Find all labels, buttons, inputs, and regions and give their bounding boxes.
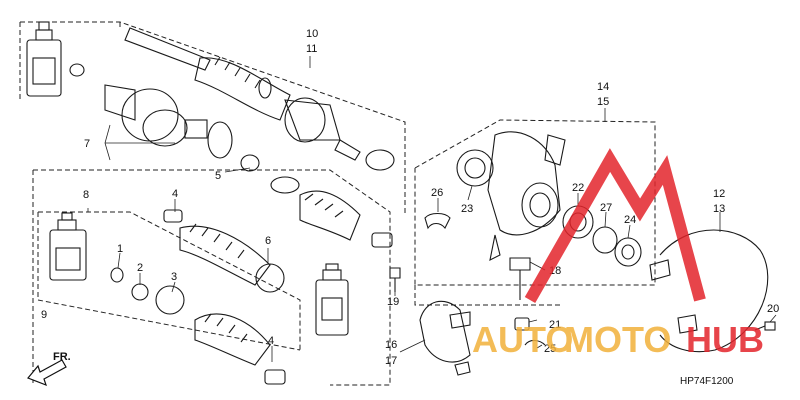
inboard-joint — [104, 84, 260, 172]
callout-19: 19 — [387, 296, 399, 308]
outboard-boot-set — [270, 176, 393, 248]
group-frames — [19, 21, 656, 386]
callout-4-upper: 4 — [172, 188, 178, 200]
callout-27: 27 — [600, 202, 612, 214]
diagram-code: HP74F1200 — [680, 376, 734, 387]
callout-21: 21 — [549, 319, 561, 331]
callout-3: 3 — [171, 271, 177, 283]
watermark-logo-icon — [524, 148, 706, 303]
callout-1: 1 — [117, 243, 123, 255]
callout-4-lower: 4 — [268, 335, 274, 347]
callout-22: 22 — [572, 182, 584, 194]
callout-13: 13 — [713, 203, 725, 215]
snap-ring-top — [69, 63, 85, 77]
callout-24: 24 — [624, 214, 636, 226]
bracket-assembly — [389, 267, 471, 376]
lower-boot-kit — [49, 209, 349, 385]
callout-6: 6 — [265, 235, 271, 247]
watermark-text-auto: AUTO — [472, 319, 573, 360]
callout-8: 8 — [83, 189, 89, 201]
callout-10: 10 — [306, 28, 318, 40]
callout-17: 17 — [385, 355, 397, 367]
driveshaft-assembly — [124, 27, 395, 171]
front-direction-label: FR. — [53, 351, 71, 363]
callout-12: 12 — [713, 188, 725, 200]
callout-15: 15 — [597, 96, 609, 108]
callout-20: 20 — [767, 303, 779, 315]
callout-7: 7 — [84, 138, 90, 150]
callout-23: 23 — [461, 203, 473, 215]
knuckle-hub-assembly — [424, 131, 642, 346]
callout-16: 16 — [385, 339, 397, 351]
callout-9: 9 — [41, 309, 47, 321]
grease-bottle-top — [26, 21, 62, 97]
watermark-text-moto: MOTO — [564, 319, 671, 360]
dust-shield — [649, 229, 776, 353]
leader-lines — [87, 56, 777, 362]
callout-25: 25 — [544, 343, 556, 355]
callout-5: 5 — [215, 170, 221, 182]
watermark: AUTO MOTO HUB — [472, 148, 764, 360]
callout-11: 11 — [306, 43, 317, 55]
watermark-text-hub: HUB — [686, 319, 764, 360]
front-arrow-icon — [27, 359, 67, 387]
callout-2: 2 — [137, 262, 143, 274]
callout-26: 26 — [431, 187, 443, 199]
front-direction-indicator: FR. — [27, 351, 71, 387]
callout-14: 14 — [597, 81, 609, 93]
